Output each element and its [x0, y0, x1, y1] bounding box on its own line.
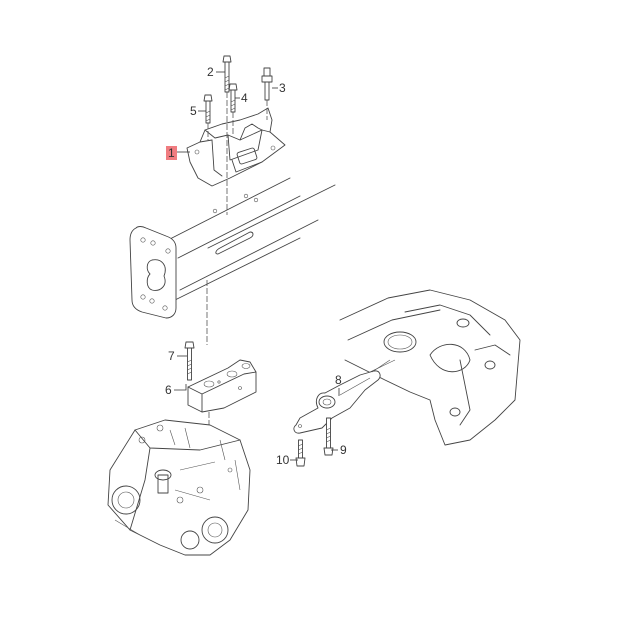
leader-lines	[174, 71, 340, 461]
callout-1[interactable]: 1	[166, 146, 177, 160]
bolt-9[interactable]	[323, 417, 334, 456]
bolt-3-stud[interactable]	[261, 67, 273, 120]
subframe	[339, 289, 521, 446]
bolt-5[interactable]	[203, 94, 213, 140]
bolt-2[interactable]	[222, 55, 232, 215]
gearbox-transmission	[107, 419, 251, 556]
callout-10[interactable]: 10	[276, 453, 290, 467]
callout-2[interactable]: 2	[207, 65, 214, 79]
callout-9[interactable]: 9	[340, 443, 347, 457]
bolt-4[interactable]	[228, 83, 238, 135]
callout-8[interactable]: 8	[335, 373, 342, 387]
part-1-gearbox-mount[interactable]	[186, 107, 286, 187]
frame-rail	[129, 177, 336, 345]
callout-5[interactable]: 5	[190, 104, 197, 118]
callout-7[interactable]: 7	[168, 349, 175, 363]
callout-6[interactable]: 6	[165, 383, 172, 397]
callout-4[interactable]: 4	[241, 91, 248, 105]
part-8-pendulum-support[interactable]	[293, 359, 391, 434]
part-6-gearbox-support[interactable]	[187, 359, 257, 413]
callout-3[interactable]: 3	[279, 81, 286, 95]
bolt-10[interactable]	[295, 439, 306, 467]
